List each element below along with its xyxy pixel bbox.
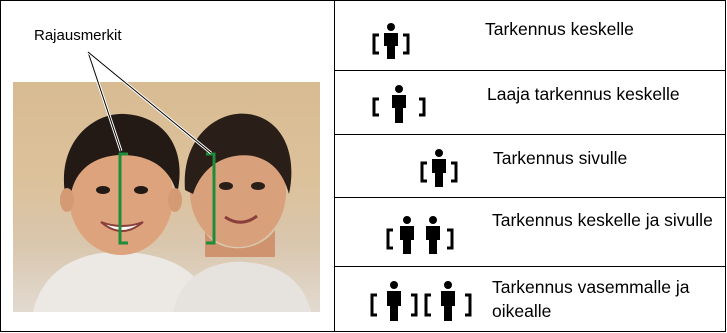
left-right-bracketed-persons-icon	[370, 281, 472, 321]
focus-mode-label: Tarkennus vasemmalle ja oikealle	[492, 277, 690, 321]
framing-marks-diagram	[86, 50, 216, 245]
row-divider	[334, 134, 726, 135]
two-persons-bracketed-icon	[386, 216, 454, 254]
side-bracketed-person-icon	[420, 149, 458, 187]
right-framing-mark	[206, 152, 216, 245]
left-framing-mark	[118, 152, 128, 245]
leader-line-right	[87, 51, 212, 154]
focus-mode-row: Tarkennus sivulle	[335, 135, 726, 197]
wide-bracketed-person-icon	[372, 85, 426, 123]
row-divider	[334, 266, 726, 267]
focus-mode-row: Tarkennus keskelle	[335, 1, 726, 70]
focus-mode-row: Laaja tarkennus keskelle	[335, 71, 726, 134]
children-photo	[13, 82, 320, 312]
bracketed-person-icon	[372, 23, 410, 59]
row-divider	[334, 197, 726, 198]
row-divider	[334, 70, 726, 71]
focus-mode-label: Laaja tarkennus keskelle	[487, 84, 680, 104]
focus-mode-label: Tarkennus keskelle	[485, 19, 634, 39]
focus-mode-row: Tarkennus keskelle ja sivulle	[335, 198, 726, 266]
focus-mode-label: Tarkennus sivulle	[493, 148, 628, 168]
framing-marks-callout: Rajausmerkit	[34, 27, 122, 44]
focus-mode-label: Tarkennus keskelle ja sivulle	[492, 210, 713, 230]
leader-line-left	[87, 51, 122, 152]
column-divider	[334, 0, 335, 332]
focus-mode-row: Tarkennus vasemmalle ja oikealle	[335, 267, 726, 332]
